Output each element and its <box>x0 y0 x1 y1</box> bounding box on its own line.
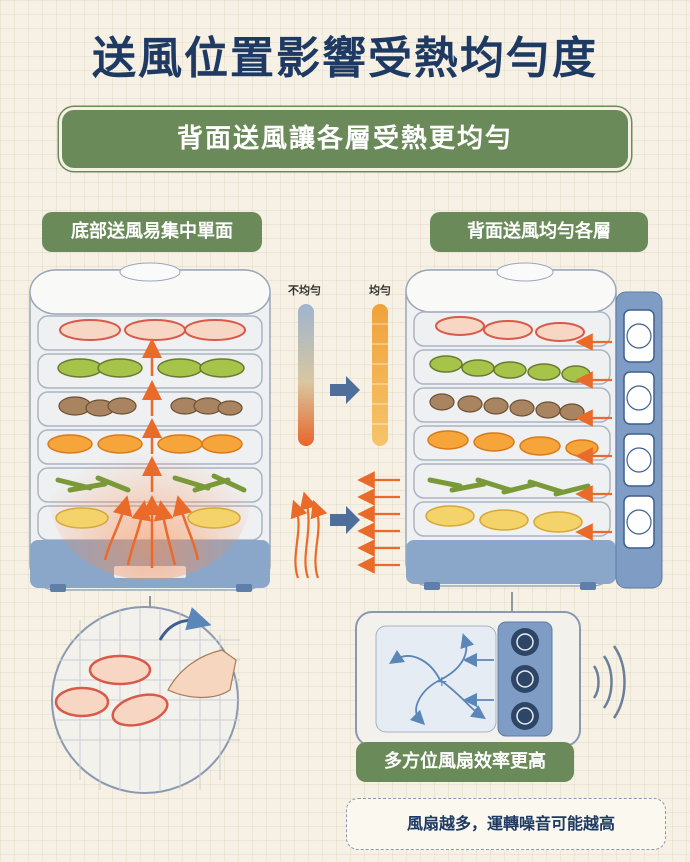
right-panel-label: 背面送風均勻各層 <box>430 212 648 252</box>
svg-text:+: + <box>436 674 448 690</box>
even-gauge-label: 均勻 <box>369 284 391 297</box>
right-dryer <box>405 262 663 590</box>
heat-waves <box>290 491 328 579</box>
noise-note: 風扇越多，運轉噪音可能越高 <box>346 798 666 850</box>
noise-note-text: 風扇越多，運轉噪音可能越高 <box>407 814 616 833</box>
left-dryer <box>29 262 271 592</box>
page-title: 送風位置影響受熱均勻度 <box>92 33 598 84</box>
heat-gauges <box>298 304 388 534</box>
noise-waves-icon <box>592 645 626 719</box>
fan-caption: 多方位風扇效率更高 <box>356 742 574 782</box>
subtitle-banner: 背面送風讓各層受熱更均勻 <box>62 110 628 168</box>
uneven-gauge-label: 不均勻 <box>288 284 321 297</box>
fan-inset: + <box>355 611 581 747</box>
tray-zoom-inset <box>51 606 240 794</box>
left-panel-label: 底部送風易集中單面 <box>42 212 262 252</box>
side-air-arrows <box>357 471 400 574</box>
